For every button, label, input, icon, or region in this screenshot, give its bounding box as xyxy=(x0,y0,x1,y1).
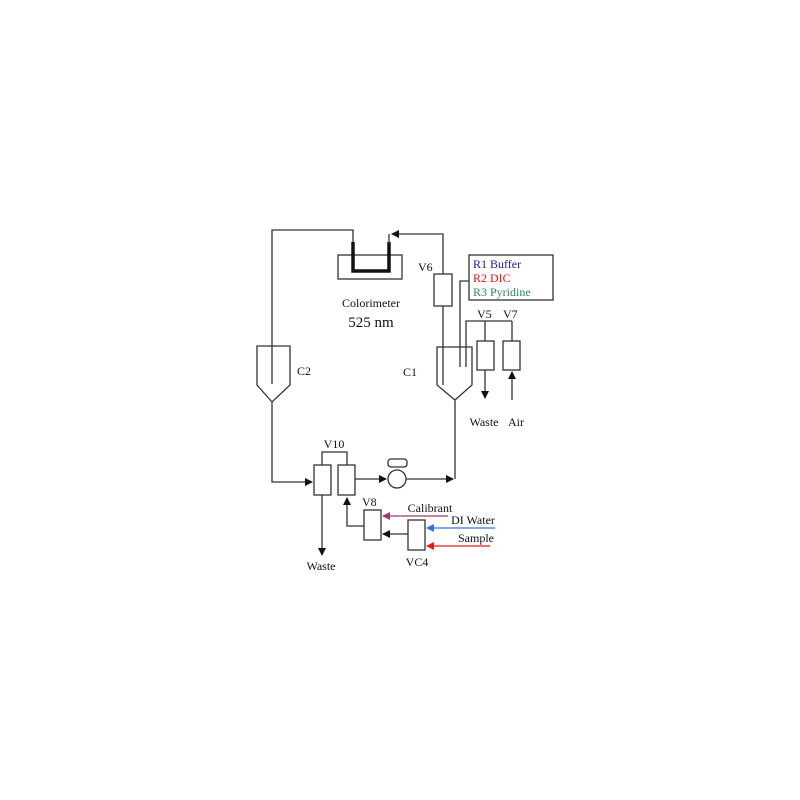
legend-r3: R3 Pyridine xyxy=(473,285,531,299)
colorimeter-label: Colorimeter xyxy=(342,296,400,310)
di-water-label: DI Water xyxy=(451,513,495,527)
c2-label: C2 xyxy=(297,364,311,378)
valve-v8: V8 xyxy=(343,495,382,541)
input-calibrant: Calibrant xyxy=(382,501,453,520)
calibrant-label: Calibrant xyxy=(408,501,453,515)
reagents-legend: R1 Buffer R2 DIC R3 Pyridine xyxy=(459,254,554,367)
valve-v6: V6 xyxy=(418,260,453,307)
valve-v10: V10 xyxy=(313,437,356,496)
input-di-water: DI Water xyxy=(426,513,495,532)
manifold-v5-v7 xyxy=(465,320,513,367)
line-v6-to-colorimeter xyxy=(388,230,444,385)
colorimeter: Colorimeter 525 nm xyxy=(337,242,403,331)
valve-v5: V5 Waste xyxy=(469,307,498,429)
sample-label: Sample xyxy=(458,531,494,545)
line-c2-to-v10 xyxy=(271,402,313,486)
v5-label: V5 xyxy=(477,307,492,321)
v10-label: V10 xyxy=(324,437,345,451)
legend-r2: R2 DIC xyxy=(473,271,511,285)
vc4-label: VC4 xyxy=(406,555,429,569)
input-sample: Sample xyxy=(426,531,494,550)
vessel-c1: C1 xyxy=(403,346,473,401)
c1-label: C1 xyxy=(403,365,417,379)
line-v10-waste: Waste xyxy=(306,495,336,573)
vessel-c2: C2 xyxy=(256,345,311,403)
air-label: Air xyxy=(508,415,524,429)
waste-bottom-label: Waste xyxy=(306,559,335,573)
waste-top-label: Waste xyxy=(469,415,498,429)
v7-label: V7 xyxy=(503,307,518,321)
line-pump-to-c1 xyxy=(406,400,456,483)
valve-vc4: VC4 xyxy=(382,519,429,569)
v8-label: V8 xyxy=(362,495,377,509)
v6-label: V6 xyxy=(418,260,433,274)
pump-icon xyxy=(387,458,408,489)
wavelength-label: 525 nm xyxy=(348,315,394,331)
line-c2-to-colorimeter xyxy=(271,229,354,384)
valve-v7: V7 Air xyxy=(502,307,524,429)
legend-r1: R1 Buffer xyxy=(473,257,521,271)
